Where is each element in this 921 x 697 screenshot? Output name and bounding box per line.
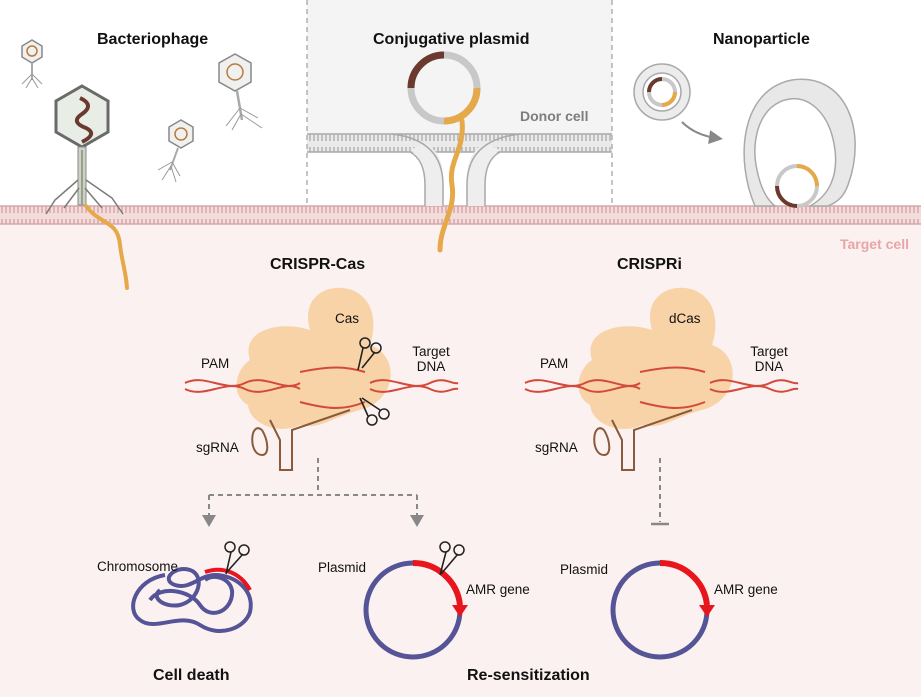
label-bacteriophage: Bacteriophage (97, 31, 209, 48)
nanoparticle-fusion-vesicle (743, 78, 856, 208)
label-amr-gene-left: AMR gene (466, 582, 530, 597)
dcas-complex (524, 287, 799, 471)
donor-cell (306, 0, 613, 206)
label-donor-cell: Donor cell (520, 108, 589, 124)
label-dcas: dCas (669, 311, 701, 326)
label-target-dna-right: Target DNA (744, 344, 794, 374)
plasmid-left (363, 559, 468, 660)
label-cell-death: Cell death (153, 667, 230, 684)
target-line2: DNA (754, 359, 784, 374)
cas-complex (184, 287, 459, 471)
scissors-icon (359, 397, 390, 426)
label-cas: Cas (335, 311, 360, 326)
label-target-cell: Target cell (840, 236, 909, 252)
scissors-icon (357, 337, 382, 371)
bacteriophage-small-3 (218, 53, 263, 131)
label-resensitization: Re-sensitization (467, 667, 590, 684)
label-crispr-cas: CRISPR-Cas (270, 256, 366, 273)
target-line1: Target (750, 344, 788, 359)
label-nanoparticle: Nanoparticle (713, 31, 810, 48)
label-target-dna-left: Target DNA (406, 344, 456, 374)
label-pam-right: PAM (540, 356, 569, 371)
target-line1: Target (412, 344, 450, 359)
label-plasmid-left: Plasmid (318, 560, 367, 575)
conjugative-plasmid (407, 51, 481, 253)
bacteriophage-small-2 (157, 119, 194, 183)
crispri-inhibition-line (651, 458, 669, 526)
label-sgrna-right: sgRNA (535, 440, 578, 455)
label-chromosome: Chromosome (97, 559, 179, 574)
label-amr-gene-right: AMR gene (714, 582, 778, 597)
scissors-icon (224, 541, 250, 575)
bacteriophage-large (45, 84, 129, 290)
label-crispri: CRISPRi (617, 256, 682, 273)
scissors-icon (439, 541, 465, 576)
target-line2: DNA (416, 359, 446, 374)
plasmid-right (610, 559, 715, 660)
nanoparticle (633, 63, 723, 144)
chromosome (131, 567, 253, 633)
label-sgrna-left: sgRNA (196, 440, 239, 455)
label-plasmid-right: Plasmid (560, 562, 609, 577)
label-conjugative-plasmid: Conjugative plasmid (373, 31, 530, 48)
bacteriophage-small-1 (21, 39, 43, 89)
label-pam-left: PAM (201, 356, 230, 371)
crispr-cas-outcome-arrows (202, 458, 424, 527)
